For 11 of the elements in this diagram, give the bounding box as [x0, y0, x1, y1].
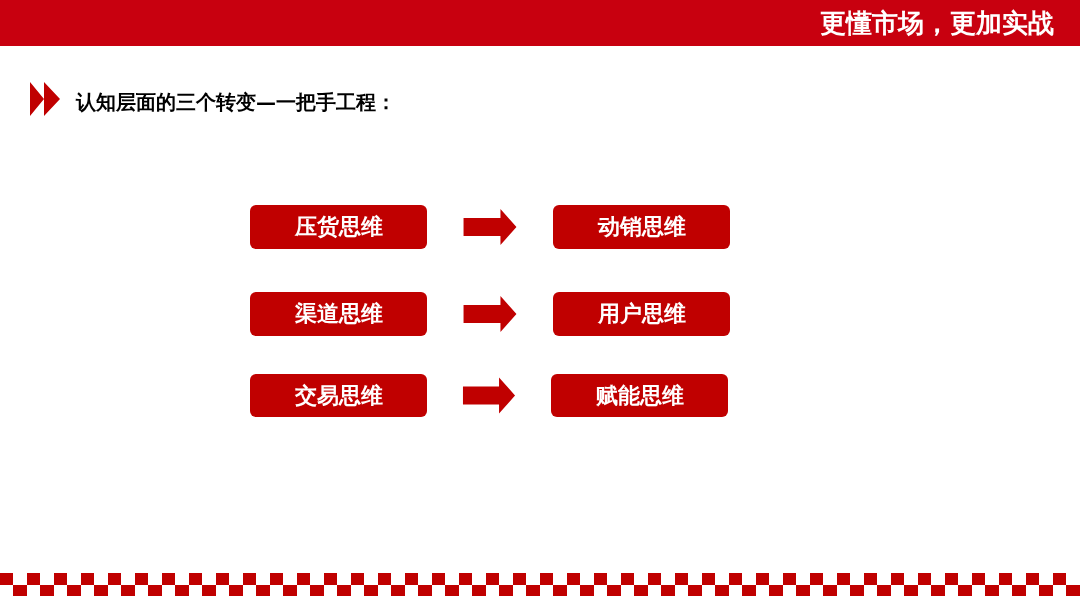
concept-box: 渠道思维: [250, 292, 427, 336]
concept-box: 用户思维: [553, 292, 730, 336]
concept-box: 赋能思维: [551, 374, 728, 417]
block-arrow: [462, 377, 516, 414]
header-slogan: 更懂市场，更加实战: [820, 7, 1054, 40]
concept-box: 压货思维: [250, 205, 427, 249]
concept-box: 动销思维: [553, 205, 730, 249]
block-arrow: [463, 209, 517, 245]
block-arrow: [463, 296, 517, 332]
concept-box: 交易思维: [250, 374, 427, 417]
slide-title: 认知层面的三个转变—一把手工程：: [76, 89, 396, 116]
